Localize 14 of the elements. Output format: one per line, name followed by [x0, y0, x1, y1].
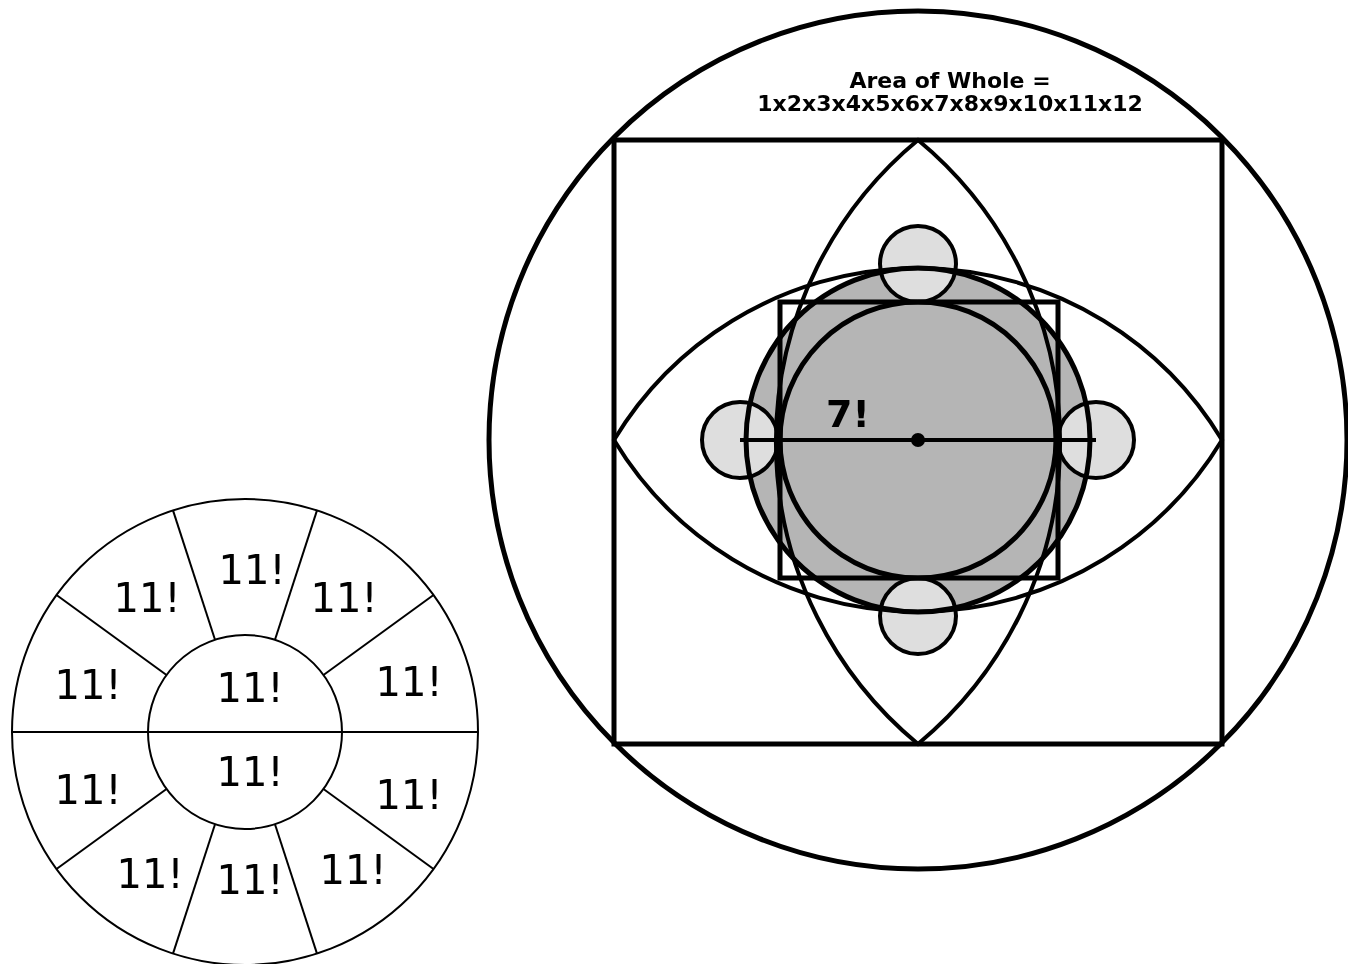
factorial-label: 11! [375, 662, 443, 702]
factorial-label: 11! [216, 668, 284, 708]
factorial-label: 11! [116, 854, 184, 894]
factorial-label: 11! [54, 665, 122, 705]
area-formula: Area of Whole = 1x2x3x4x5x6x7x8x9x10x11x12 [756, 68, 1144, 116]
factorial-label: 11! [310, 578, 378, 618]
factorial-label: 11! [218, 550, 286, 590]
factorial-label: 7! [826, 395, 870, 433]
factorial-label: 11! [319, 850, 387, 890]
factorial-label: 11! [54, 770, 122, 810]
factorial-label: 11! [216, 752, 284, 792]
factorial-label: 11! [216, 860, 284, 900]
factorial-label: 11! [375, 775, 443, 815]
factorial-label: 11! [113, 578, 181, 618]
